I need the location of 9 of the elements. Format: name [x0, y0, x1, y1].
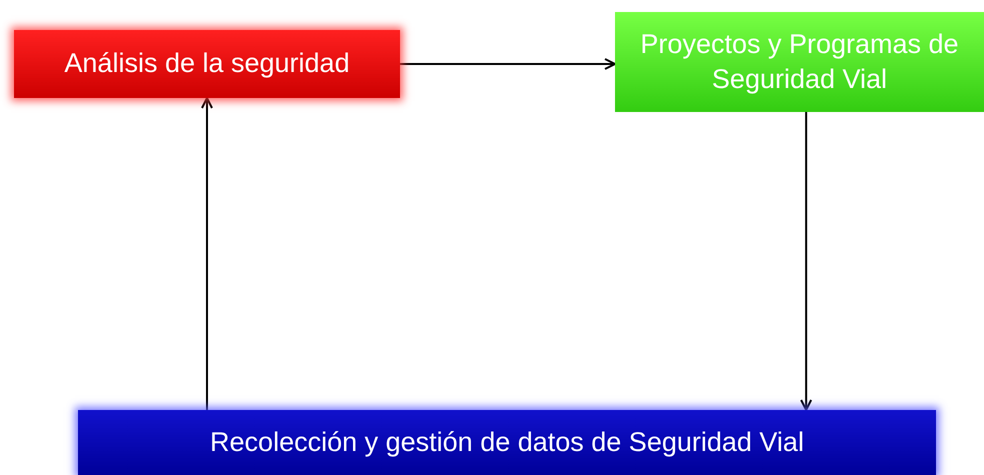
arrow: [800, 112, 812, 411]
arrow: [201, 97, 213, 410]
process-box: [615, 12, 984, 112]
box-label: Recolección y gestión de datos de Seguridad Vial: [210, 426, 804, 459]
arrow: [400, 58, 616, 70]
process-box: [78, 410, 936, 475]
box-label: Proyectos y Programas de Seguridad Vial: [639, 28, 960, 96]
process-box: [14, 30, 400, 98]
box-label: Análisis de la seguridad: [64, 47, 350, 80]
